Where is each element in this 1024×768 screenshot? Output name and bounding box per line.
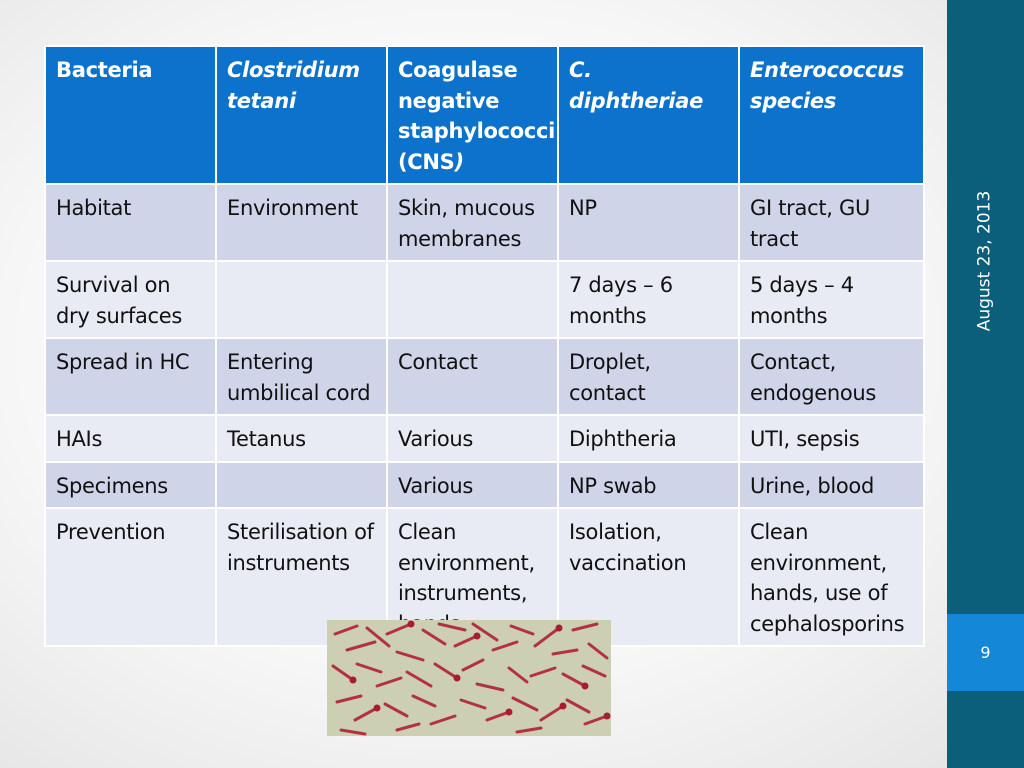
cell-enterococcus: 5 days – 4 months (738, 260, 925, 339)
row-label: Spread in HC (44, 337, 217, 416)
page-number: 9 (947, 614, 1024, 691)
date-label-container: August 23, 2013 (962, 188, 1006, 333)
cell-cns: Various (386, 414, 559, 463)
cell-c-tetani: Sterilisation of instruments (215, 507, 388, 647)
cell-enterococcus: GI tract, GU tract (738, 183, 925, 262)
cell-enterococcus: Urine, blood (738, 460, 925, 509)
gram-stain-micrograph (327, 620, 611, 736)
cell-c-tetani (215, 260, 388, 339)
header-c-diphtheriae: C. diphtheriae (557, 45, 740, 185)
row-label: Habitat (44, 183, 217, 262)
cell-c-tetani: Tetanus (215, 414, 388, 463)
cell-cns: Various (386, 460, 559, 509)
cell-c-tetani: Environment (215, 183, 388, 262)
row-label: Prevention (44, 507, 217, 647)
table-row: Habitat Environment Skin, mucous membran… (44, 183, 925, 262)
cell-enterococcus: Clean environment, hands, use of cephalo… (738, 507, 925, 647)
cell-cns (386, 260, 559, 339)
cell-c-diphtheriae: Diphtheria (557, 414, 740, 463)
cell-c-diphtheriae: NP swab (557, 460, 740, 509)
cell-enterococcus: Contact, endogenous (738, 337, 925, 416)
table-row: Survival on dry surfaces 7 days – 6 mont… (44, 260, 925, 339)
cell-c-tetani (215, 460, 388, 509)
cell-cns: Skin, mucous membranes (386, 183, 559, 262)
header-cns: Coagulase negative staphylococci (CNS) (386, 45, 559, 185)
cell-enterococcus: UTI, sepsis (738, 414, 925, 463)
row-label: Specimens (44, 460, 217, 509)
cell-c-diphtheriae: NP (557, 183, 740, 262)
row-label: Survival on dry surfaces (44, 260, 217, 339)
table-row: Specimens Various NP swab Urine, blood (44, 460, 925, 509)
cell-c-diphtheriae: 7 days – 6 months (557, 260, 740, 339)
header-bacteria: Bacteria (44, 45, 217, 185)
date-label: August 23, 2013 (974, 190, 995, 331)
cell-c-diphtheriae: Droplet, contact (557, 337, 740, 416)
table-row: Spread in HC Entering umbilical cord Con… (44, 337, 925, 416)
table-row: HAIs Tetanus Various Diphtheria UTI, sep… (44, 414, 925, 463)
cell-c-tetani: Entering umbilical cord (215, 337, 388, 416)
cell-cns: Contact (386, 337, 559, 416)
bacteria-rods-image (327, 620, 611, 736)
row-label: HAIs (44, 414, 217, 463)
